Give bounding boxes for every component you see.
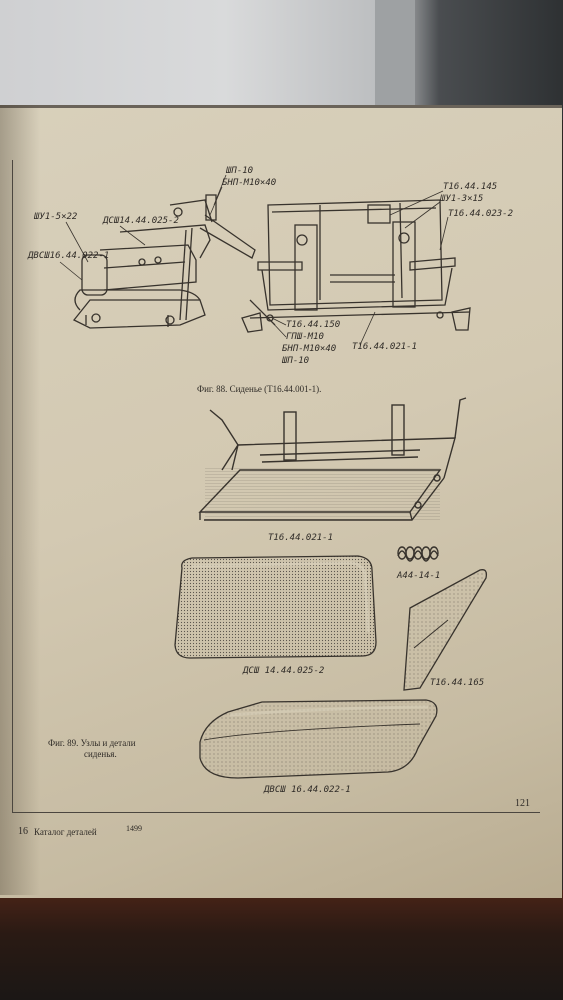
- back-cushion-drawing: [174, 555, 377, 659]
- fig88-leader-lines: [59, 174, 449, 346]
- seat-side-view-drawing: [72, 194, 256, 329]
- label-spring: А44-14-1: [397, 571, 441, 581]
- frame-hatching: [205, 468, 440, 520]
- footer-section-number: 16: [18, 826, 28, 837]
- page-edge-shadow: [0, 105, 40, 895]
- label-shp10-bottom: ШП-10: [282, 356, 310, 366]
- seat-cushion-drawing: [199, 699, 438, 779]
- label-seat-cushion: ДВСШ 16.44.022-1: [264, 785, 351, 795]
- spring-drawing: [397, 546, 439, 562]
- seat-front-view-drawing: [241, 199, 471, 333]
- background-top: [0, 0, 563, 120]
- figure89-caption-line2: сиденья.: [84, 749, 117, 759]
- label-bnp-top: БНП-М10×40: [222, 178, 277, 188]
- label-t16-021-fig88: Т16.44.021-1: [352, 342, 418, 352]
- footer-catalog-title: Каталог деталей: [34, 827, 97, 837]
- label-dvsh: ДВСШ16.44.022-1: [28, 251, 110, 261]
- figure88-caption: Фиг. 88. Сиденье (Т16.44.001-1).: [197, 384, 322, 394]
- label-shu1-3: ШУ1-3×15: [440, 194, 484, 204]
- plate-drawing: [403, 569, 488, 691]
- label-plate: Т16.44.165: [430, 678, 485, 688]
- page-number: 121: [515, 798, 530, 809]
- label-back-cushion: ДСШ 14.44.025-2: [243, 666, 325, 676]
- label-gpsh: ГПШ-М10: [286, 332, 324, 342]
- background-bottom: [0, 890, 563, 1000]
- label-shu1: ШУ1-5×22: [34, 212, 78, 222]
- background-window: [375, 0, 415, 110]
- label-shp10-top: ШП-10: [226, 166, 254, 176]
- label-t16-145: Т16.44.145: [443, 182, 498, 192]
- label-dsh: ДСШ14.44.025-2: [103, 216, 179, 226]
- footer-code: 1499: [126, 824, 142, 833]
- label-t16-150: Т16.44.150: [286, 320, 341, 330]
- label-frame: Т16.44.021-1: [268, 533, 334, 543]
- label-bnp-bottom: БНП-М10×40: [282, 344, 337, 354]
- figure89-caption-line1: Фиг. 89. Узлы и детали: [48, 738, 136, 748]
- page-frame: [12, 160, 540, 813]
- label-t16-023: Т16.44.023-2: [448, 209, 514, 219]
